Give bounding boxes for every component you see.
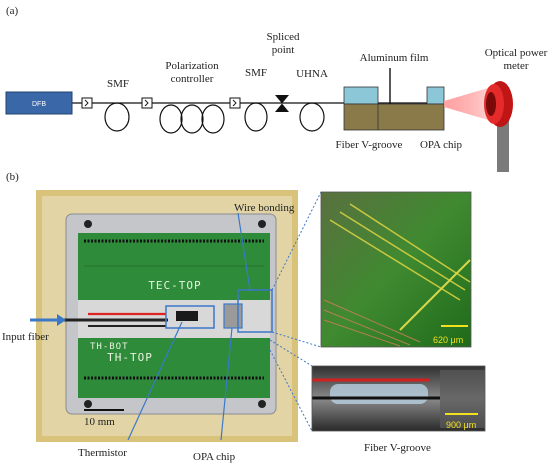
aluminum-label: Aluminum film bbox=[360, 52, 429, 64]
dfb-label: DFB bbox=[32, 101, 46, 108]
thermistor-box bbox=[165, 305, 215, 329]
splice-marker bbox=[275, 95, 289, 112]
panel-b: (b) TEC-TOP TH-BOT TH-TOP 10 mm bbox=[2, 171, 486, 463]
smf1-label: SMF bbox=[107, 78, 129, 90]
opa-chip-block bbox=[343, 103, 445, 131]
thermistor-label: Thermistor bbox=[78, 447, 127, 459]
chip-lid bbox=[426, 86, 445, 105]
opa-chip-photo bbox=[223, 303, 243, 329]
inset1-connector bbox=[271, 331, 322, 348]
vgroove-lid bbox=[343, 86, 379, 105]
panel-b-label: (b) bbox=[6, 171, 19, 183]
pcb-top-label: TEC-TOP bbox=[148, 279, 201, 292]
inset2-scale-label: 900 μm bbox=[446, 420, 476, 430]
connector bbox=[81, 97, 93, 109]
pcb-bottom bbox=[78, 338, 270, 398]
uhna-label: UHNA bbox=[296, 68, 328, 80]
inset2-connector bbox=[269, 339, 313, 367]
pcb-bottom-label: TH-TOP bbox=[107, 351, 153, 364]
pc-coil bbox=[201, 104, 225, 134]
wirebond-box bbox=[237, 289, 273, 333]
smf-coil bbox=[244, 102, 268, 132]
input-fiber-label: Input fiber bbox=[2, 331, 49, 343]
connector bbox=[141, 97, 153, 109]
pc-coil bbox=[180, 104, 204, 134]
scale-bar-label: 10 mm bbox=[84, 416, 115, 428]
meter-aperture bbox=[486, 92, 496, 116]
smf2-label: SMF bbox=[245, 67, 267, 79]
emitted-beam bbox=[444, 88, 488, 120]
pcb-mid-label: TH-BOT bbox=[90, 342, 129, 352]
opa-chip-label: OPA chip bbox=[420, 139, 463, 151]
dfb-laser bbox=[5, 91, 73, 115]
opa-chip-label-b: OPA chip bbox=[193, 451, 236, 463]
wirebond-pointer bbox=[237, 212, 251, 291]
wirebond-label: Wire bonding bbox=[234, 202, 295, 214]
inset2-connector bbox=[269, 349, 313, 432]
panel-a-label: (a) bbox=[6, 5, 19, 17]
connector bbox=[229, 97, 241, 109]
thermistor-pointer bbox=[127, 321, 183, 441]
smf-coil bbox=[104, 102, 130, 132]
inset1-scale-label: 620 μm bbox=[433, 335, 463, 345]
pc-coil bbox=[159, 104, 183, 134]
uhna-coil bbox=[299, 102, 325, 132]
vgroove-label-b: Fiber V-groove bbox=[364, 442, 431, 454]
vgroove-label: Fiber V-groove bbox=[336, 139, 403, 151]
inset-wirebond bbox=[321, 192, 471, 347]
opa-pointer bbox=[220, 327, 233, 441]
